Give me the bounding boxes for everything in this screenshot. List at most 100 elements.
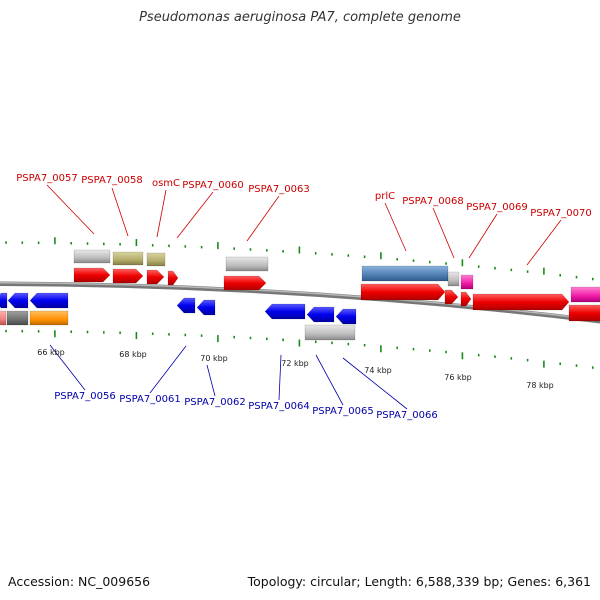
feature-salmon-block[interactable] xyxy=(0,310,7,326)
tick-mark-lower xyxy=(363,343,366,347)
tick-mark-upper xyxy=(54,237,56,245)
tick-mark-lower xyxy=(298,339,301,347)
feature-gray-block[interactable] xyxy=(304,324,356,341)
feature-forward-arrow[interactable] xyxy=(146,269,165,285)
gene-label-PSPA7_0064[interactable]: PSPA7_0064 xyxy=(248,401,309,412)
gene-label-PSPA7_0056[interactable]: PSPA7_0056 xyxy=(54,391,115,402)
tick-mark-lower xyxy=(200,334,203,337)
callout-line xyxy=(49,344,86,391)
feature-forward-arrow[interactable] xyxy=(167,270,179,286)
feature-gray-block[interactable] xyxy=(447,271,460,287)
feature-reverse-arrow[interactable] xyxy=(176,297,196,314)
tick-mark-lower xyxy=(510,357,513,360)
tick-mark-upper xyxy=(249,248,252,251)
tick-mark-lower xyxy=(5,329,7,333)
tick-mark-lower xyxy=(217,335,219,343)
feature-reverse-arrow[interactable] xyxy=(306,306,335,323)
feature-forward-arrow[interactable] xyxy=(472,293,570,311)
gene-label-PSPA7_0061[interactable]: PSPA7_0061 xyxy=(119,394,180,405)
map-title: Pseudomonas aeruginosa PA7, complete gen… xyxy=(139,10,461,25)
feature-gray-block[interactable] xyxy=(73,249,111,264)
callout-line xyxy=(246,195,280,242)
feature-reverse-arrow[interactable] xyxy=(29,292,69,309)
tick-mark-upper xyxy=(86,242,89,245)
gene-label-PSPA7_0062[interactable]: PSPA7_0062 xyxy=(184,397,245,408)
tick-mark-upper xyxy=(347,254,350,257)
tick-mark-upper xyxy=(575,275,578,279)
tick-mark-upper xyxy=(396,258,398,261)
tick-mark-upper xyxy=(510,268,513,272)
gene-label-prlC[interactable]: prlC xyxy=(375,191,395,202)
tick-mark-upper xyxy=(119,243,121,246)
tick-mark-lower xyxy=(233,335,235,339)
feature-steel-block[interactable] xyxy=(361,265,449,282)
callout-line xyxy=(384,202,407,252)
tick-mark-upper xyxy=(282,250,284,253)
tick-mark-upper xyxy=(217,242,219,250)
feature-olive-block[interactable] xyxy=(146,252,166,267)
gene-label-osmC[interactable]: osmC xyxy=(152,178,180,189)
tick-mark-lower xyxy=(543,360,545,368)
gene-label-PSPA7_0065[interactable]: PSPA7_0065 xyxy=(312,406,373,417)
callout-line xyxy=(156,189,167,238)
feature-forward-arrow[interactable] xyxy=(223,275,267,291)
tick-mark-upper xyxy=(168,244,170,248)
feature-pink-block[interactable] xyxy=(570,286,600,303)
callout-line xyxy=(149,345,187,394)
feature-forward-arrow[interactable] xyxy=(73,267,111,283)
feature-reverse-arrow[interactable] xyxy=(0,292,8,309)
gene-label-PSPA7_0060[interactable]: PSPA7_0060 xyxy=(182,180,243,191)
tick-marks xyxy=(5,237,594,369)
feature-forward-arrow[interactable] xyxy=(112,268,144,284)
gene-label-PSPA7_0057[interactable]: PSPA7_0057 xyxy=(16,173,77,184)
tick-mark-lower xyxy=(119,331,121,335)
tick-mark-upper xyxy=(380,252,382,260)
feature-reverse-arrow[interactable] xyxy=(335,308,357,325)
feature-reverse-arrow[interactable] xyxy=(264,303,306,320)
tick-mark-lower xyxy=(151,332,154,336)
feature-olive-block[interactable] xyxy=(112,251,144,266)
feature-reverse-arrow[interactable] xyxy=(7,292,29,309)
feature-reverse-arrow[interactable] xyxy=(196,299,216,316)
feature-orange-block[interactable] xyxy=(29,310,69,326)
gene-features xyxy=(0,249,600,341)
gene-label-PSPA7_0069[interactable]: PSPA7_0069 xyxy=(466,202,527,213)
tick-mark-lower xyxy=(526,358,529,362)
tick-mark-lower xyxy=(54,330,56,338)
feature-forward-arrow[interactable] xyxy=(460,291,472,307)
feature-forward-arrow[interactable] xyxy=(444,289,459,305)
tick-mark-upper xyxy=(233,247,235,250)
gene-label-PSPA7_0070[interactable]: PSPA7_0070 xyxy=(530,208,591,219)
tick-mark-upper xyxy=(543,267,545,275)
scale-label-74kbp: 74 kbp xyxy=(364,366,392,375)
tick-mark-upper xyxy=(526,270,529,273)
tick-mark-lower xyxy=(168,333,170,336)
gene-label-PSPA7_0058[interactable]: PSPA7_0058 xyxy=(81,175,142,186)
callout-line xyxy=(468,213,498,259)
feature-pink-block[interactable] xyxy=(460,274,474,290)
feature-forward-arrow[interactable] xyxy=(360,283,446,301)
tick-mark-lower xyxy=(70,330,72,334)
scale-label-76kbp: 76 kbp xyxy=(444,373,472,382)
tick-mark-upper xyxy=(37,241,40,245)
feature-gray-block[interactable] xyxy=(225,256,269,272)
gene-label-PSPA7_0063[interactable]: PSPA7_0063 xyxy=(248,184,309,195)
tick-mark-lower xyxy=(266,337,268,341)
tick-mark-lower xyxy=(396,346,398,350)
tick-mark-lower xyxy=(429,349,431,352)
tick-mark-lower xyxy=(494,355,496,358)
tick-mark-lower xyxy=(445,350,447,354)
callout-line xyxy=(342,357,408,410)
scale-label-70kbp: 70 kbp xyxy=(200,354,228,363)
gene-label-PSPA7_0068[interactable]: PSPA7_0068 xyxy=(402,196,463,207)
gene-label-PSPA7_0066[interactable]: PSPA7_0066 xyxy=(376,410,437,421)
tick-mark-lower xyxy=(477,353,480,357)
tick-mark-lower xyxy=(331,341,333,345)
tick-mark-upper xyxy=(477,265,480,268)
genome-backbone-highlight xyxy=(0,282,600,321)
tick-mark-lower xyxy=(347,342,350,346)
feature-dark-block[interactable] xyxy=(6,310,29,326)
tick-mark-upper xyxy=(266,249,268,252)
tick-mark-upper xyxy=(5,241,7,244)
feature-forward-arrow[interactable] xyxy=(568,304,600,322)
